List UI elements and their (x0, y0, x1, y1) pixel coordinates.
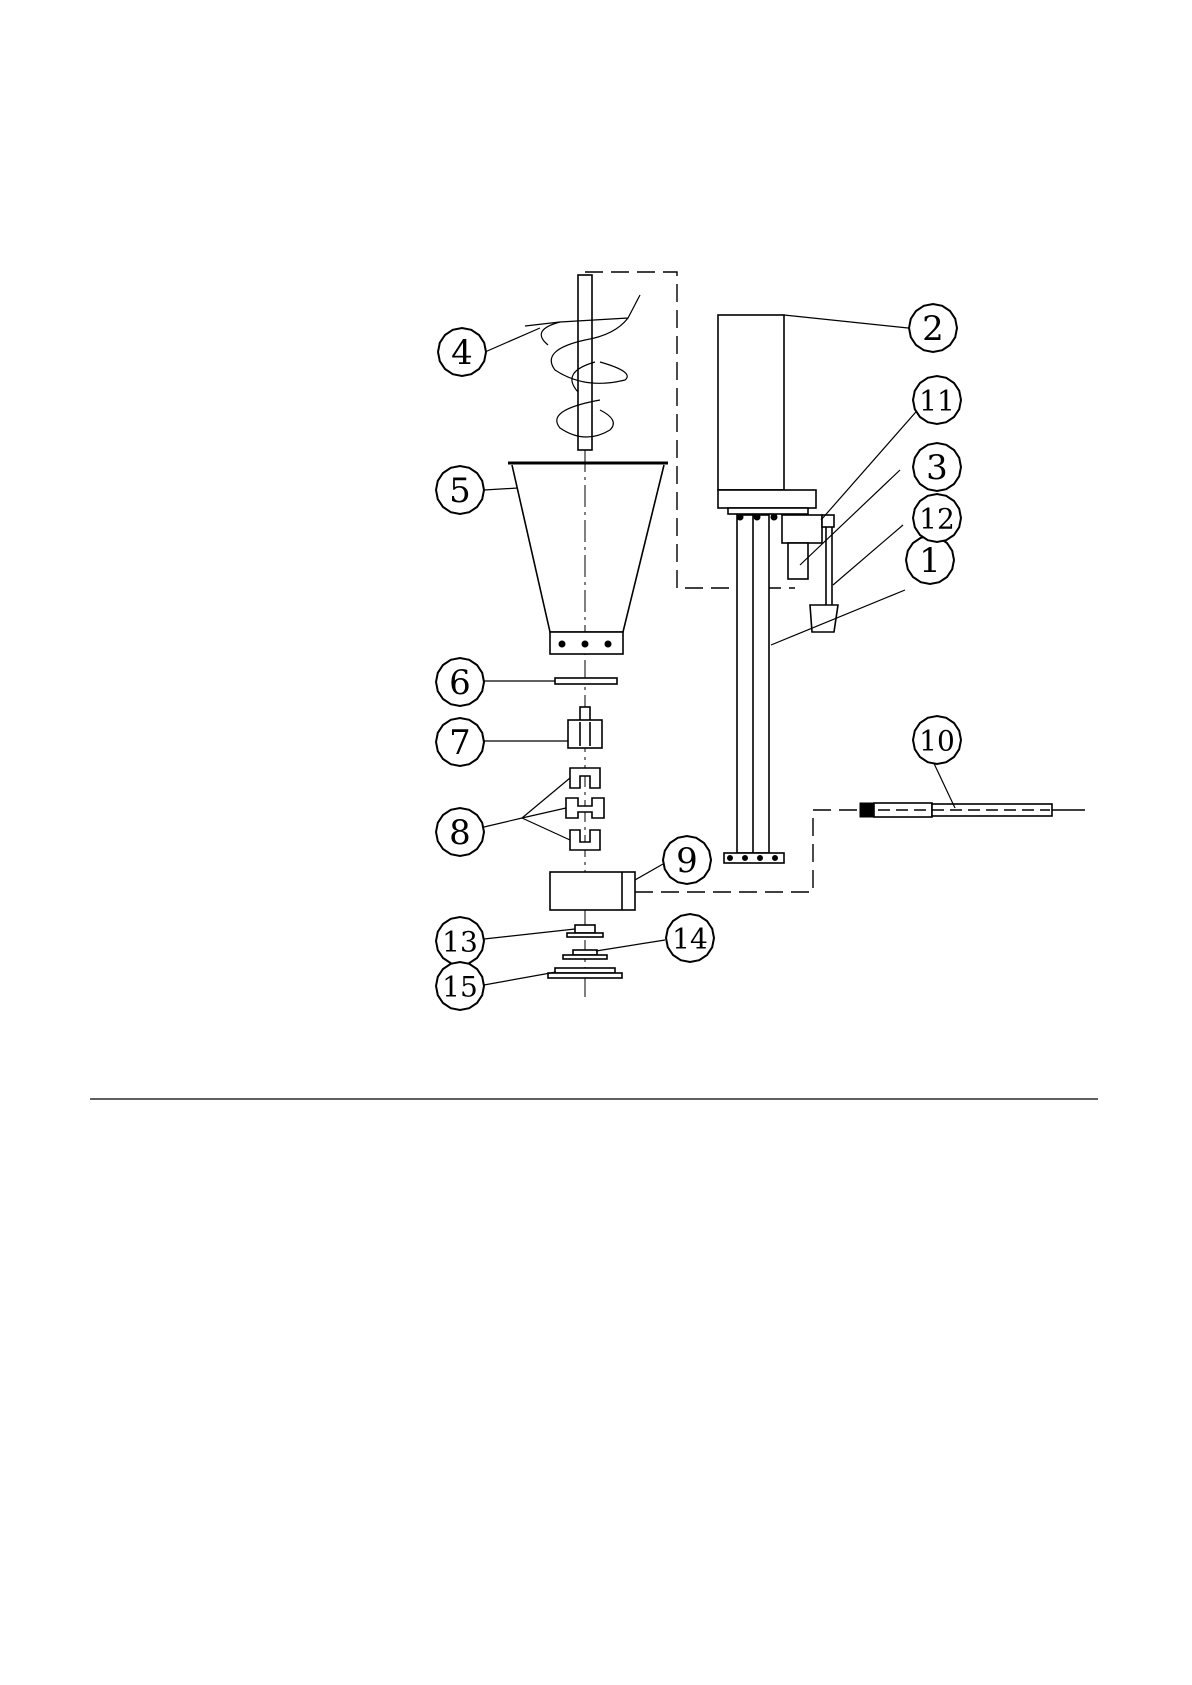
stand (724, 515, 784, 863)
callout-8: 8 (436, 808, 484, 856)
callout-4-label: 4 (451, 333, 473, 373)
callout-9: 9 (663, 836, 711, 884)
hopper (508, 463, 668, 654)
plate (555, 678, 617, 684)
callout-10: 10 (913, 716, 961, 764)
callout-13: 13 (436, 917, 484, 965)
spindle-assembly (782, 515, 838, 632)
callout-14: 14 (666, 914, 714, 962)
callout-13-label: 13 (442, 926, 478, 959)
callout-15: 15 (436, 962, 484, 1010)
callout-2-label: 2 (922, 309, 944, 349)
callout-1-label: 1 (919, 541, 941, 581)
callout-10-label: 10 (919, 725, 955, 758)
callout-12-label: 12 (919, 503, 955, 536)
callout-5: 5 (436, 466, 484, 514)
housing (718, 315, 816, 520)
motor-block (550, 872, 635, 910)
callout-11-label: 11 (919, 385, 955, 418)
callout-14-label: 14 (672, 923, 708, 956)
callout-2: 2 (909, 304, 957, 352)
callout-12: 12 (913, 494, 961, 542)
callout-5-label: 5 (449, 471, 471, 511)
lever (860, 803, 1085, 817)
callout-3-label: 3 (926, 448, 948, 488)
callout-6: 6 (436, 658, 484, 706)
callout-7-label: 7 (449, 723, 471, 763)
callout-8-label: 8 (449, 813, 471, 853)
coupling (568, 707, 602, 748)
callout-11: 11 (913, 376, 961, 424)
callout-3: 3 (913, 443, 961, 491)
callout-1: 1 (906, 536, 954, 584)
callout-4: 4 (438, 328, 486, 376)
callout-6-label: 6 (449, 663, 471, 703)
callout-9-label: 9 (676, 841, 698, 881)
auger-screw (525, 275, 640, 450)
base-parts (548, 925, 622, 978)
callout-7: 7 (436, 718, 484, 766)
callout-15-label: 15 (442, 971, 478, 1004)
